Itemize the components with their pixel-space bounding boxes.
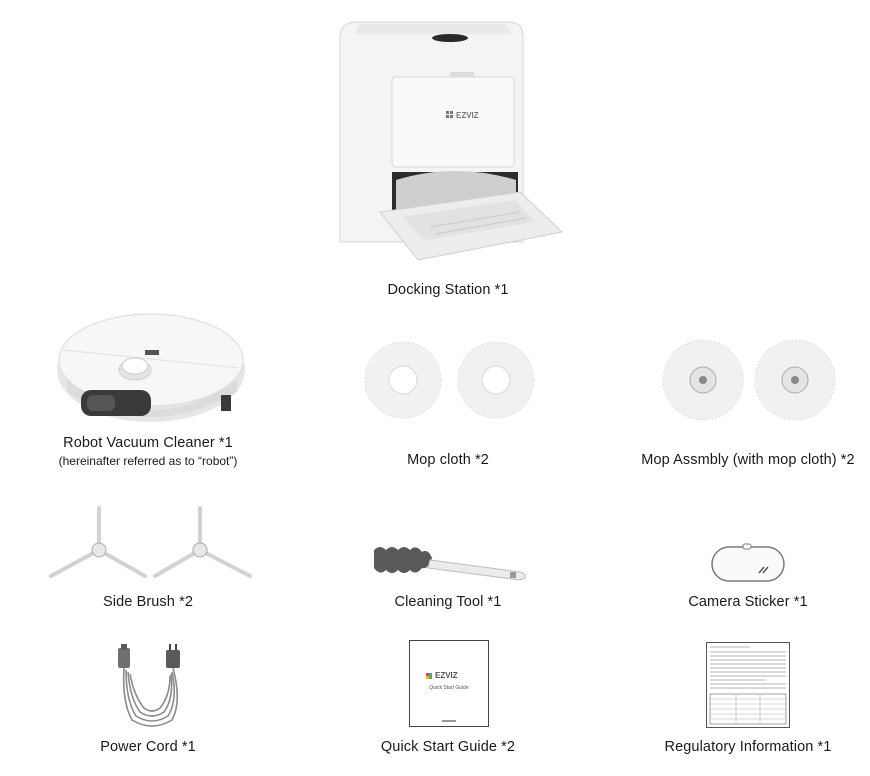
side-brush-label: Side Brush *2 [103, 594, 193, 610]
power-cord-image [112, 642, 192, 732]
guide-title: Quick Start Guide [429, 685, 469, 691]
svg-text:EZVIZ: EZVIZ [456, 111, 479, 120]
robot-vacuum-label: Robot Vacuum Cleaner *1 [63, 435, 233, 451]
guide-logo-text: EZVIZ [435, 671, 458, 680]
side-brush-image [47, 500, 255, 586]
power-cord-label: Power Cord *1 [100, 739, 196, 755]
docking-station-label: Docking Station *1 [387, 282, 509, 298]
mop-cloth-label: Mop cloth *2 [407, 452, 489, 468]
mop-assembly-label: Mop Assmbly (with mop cloth) *2 [641, 452, 855, 468]
cleaning-tool-label: Cleaning Tool *1 [394, 594, 502, 610]
mop-assembly-image [660, 337, 840, 423]
quick-start-guide-label: Quick Start Guide *2 [380, 739, 516, 755]
quick-start-guide-image: EZVIZ Quick Start Guide [409, 640, 489, 727]
camera-sticker-label: Camera Sticker *1 [688, 594, 808, 610]
cleaning-tool-image [370, 542, 530, 586]
robot-vacuum-image [53, 310, 249, 428]
docking-station-image: EZVIZ [330, 12, 565, 274]
camera-sticker-image [709, 541, 787, 585]
mop-cloth-image [363, 338, 538, 422]
regulatory-information-image [706, 642, 790, 728]
ezviz-logo: EZVIZ [446, 111, 479, 120]
regulatory-information-label: Regulatory Information *1 [664, 739, 832, 755]
robot-vacuum-note: (hereinafter referred as to “robot”) [58, 454, 238, 468]
